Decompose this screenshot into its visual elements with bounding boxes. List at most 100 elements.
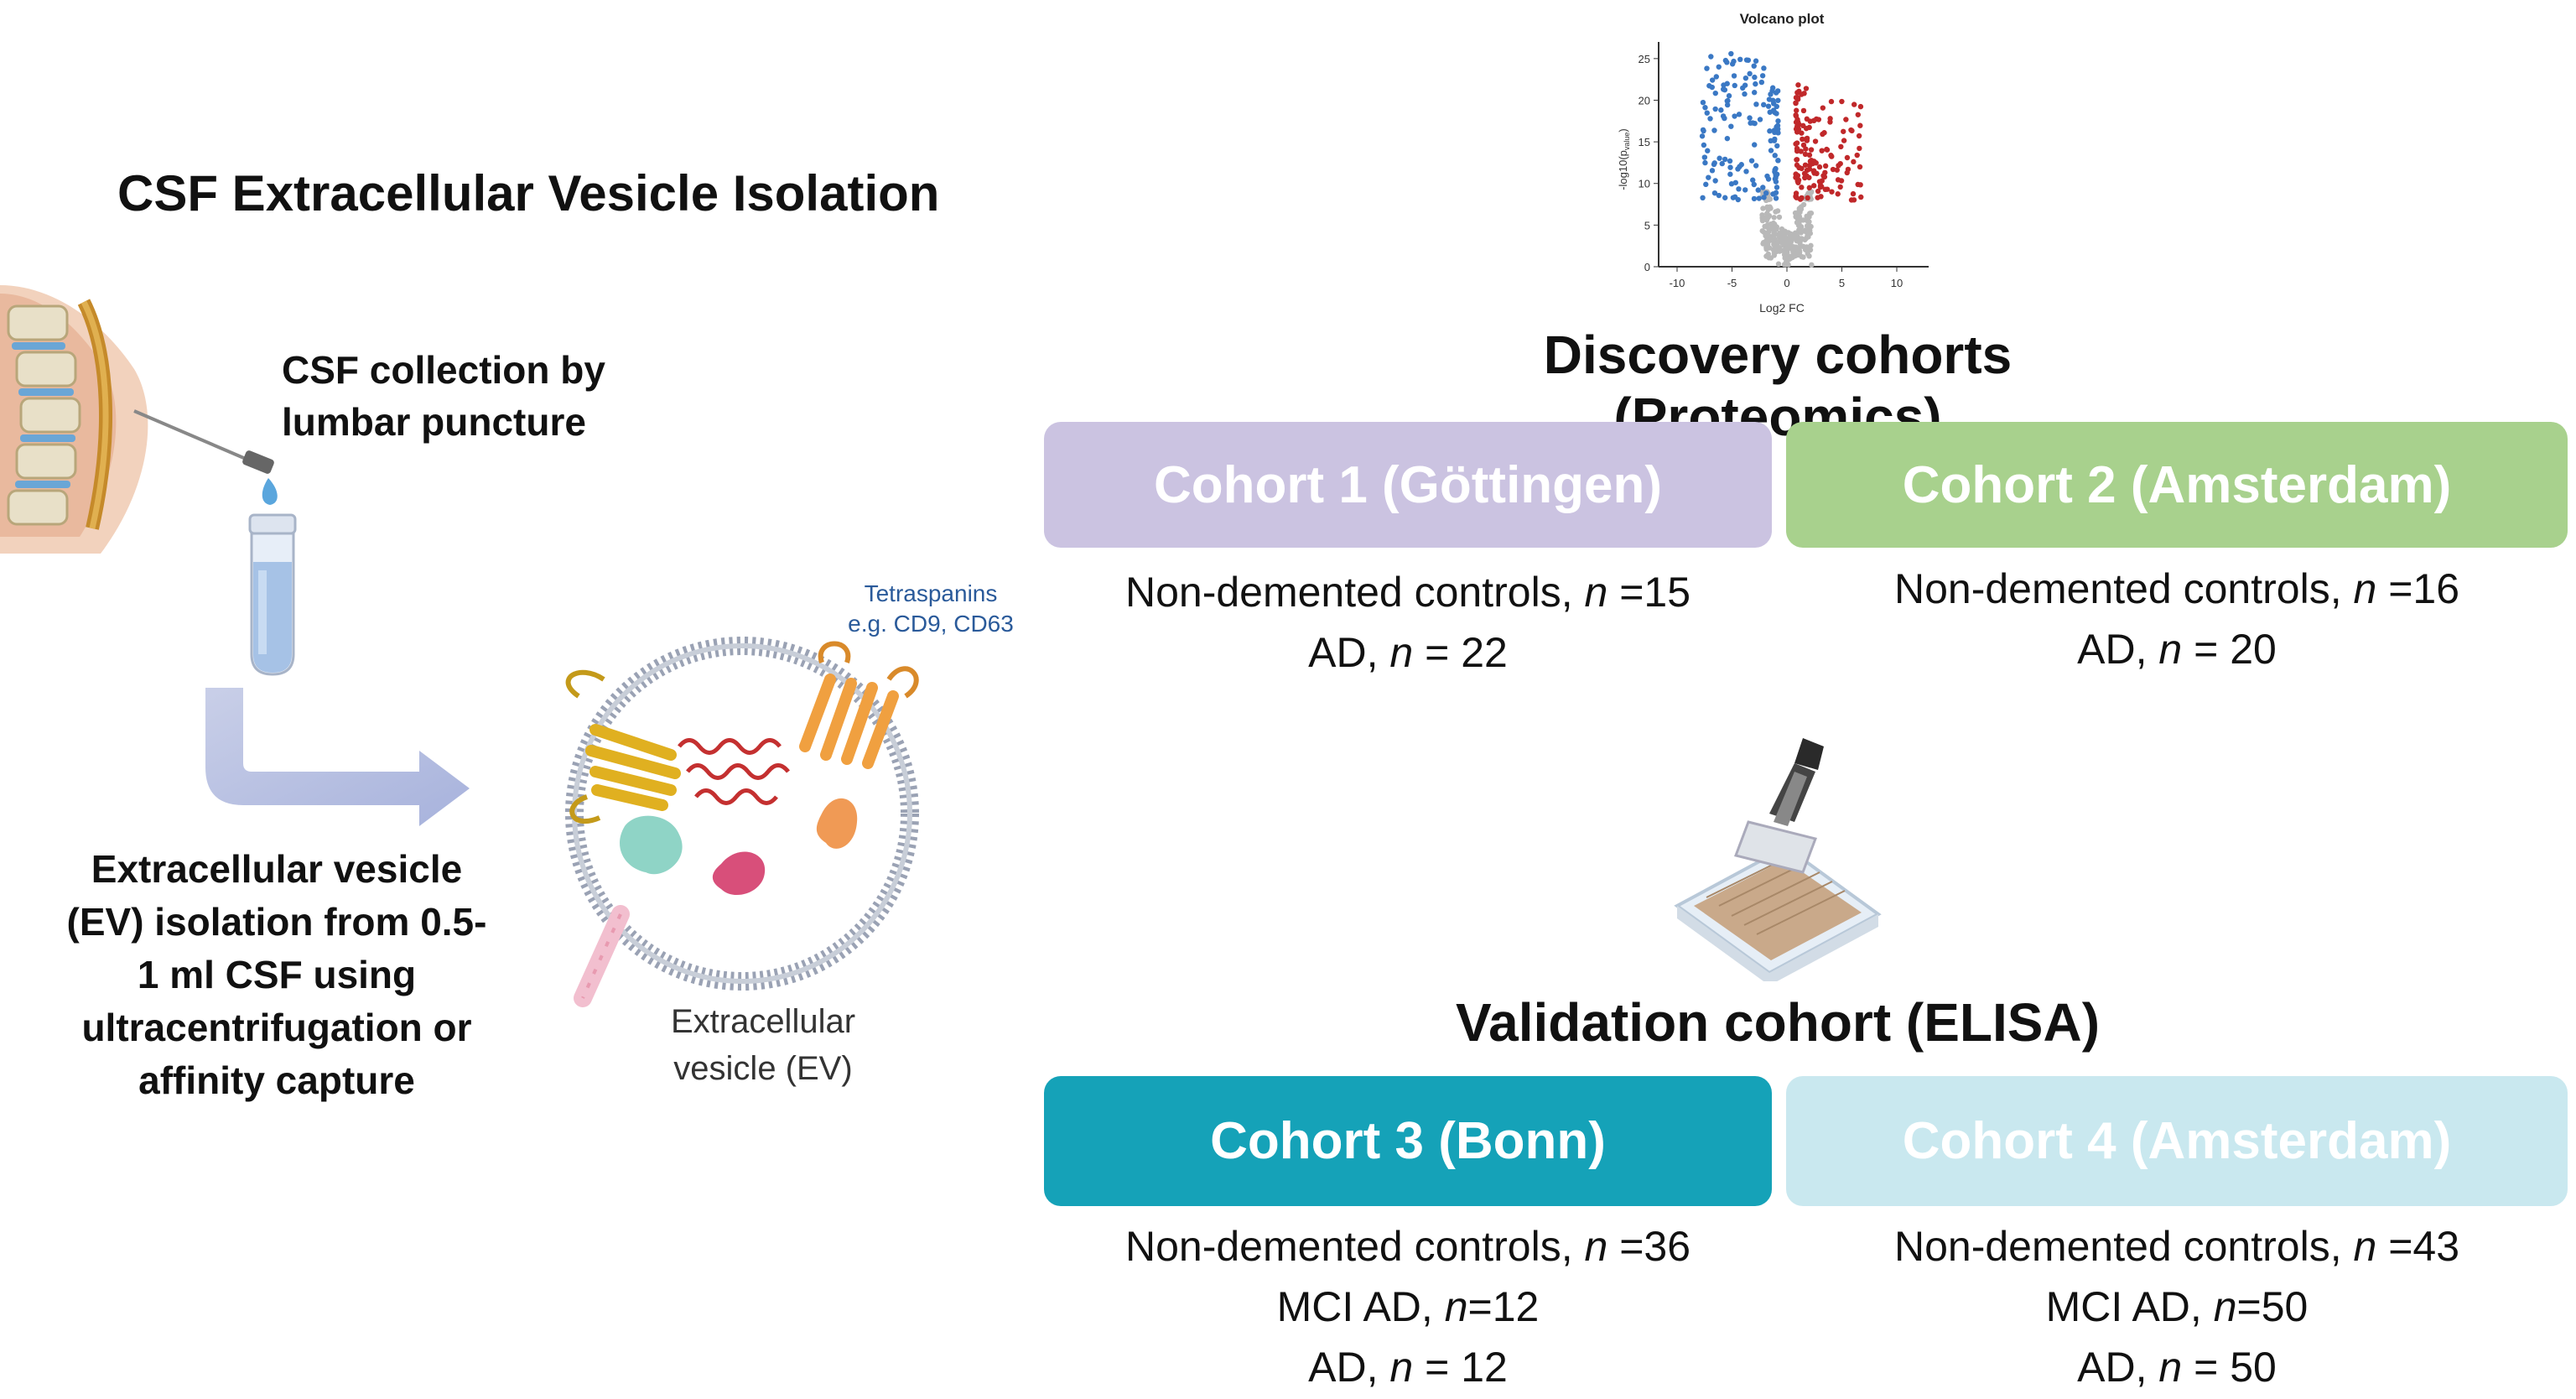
volcano-point bbox=[1836, 163, 1841, 169]
volcano-point bbox=[1764, 204, 1770, 211]
volcano-point bbox=[1817, 184, 1824, 190]
process-arrow bbox=[205, 688, 470, 826]
volcano-point bbox=[1794, 157, 1800, 163]
volcano-point bbox=[1745, 57, 1752, 63]
volcano-point bbox=[1761, 195, 1767, 200]
volcano-point bbox=[1752, 74, 1758, 81]
volcano-point bbox=[1794, 90, 1800, 96]
volcano-point bbox=[1765, 103, 1772, 109]
spine-illustration bbox=[0, 285, 148, 554]
volcano-point bbox=[1802, 151, 1809, 158]
volcano-point bbox=[1839, 98, 1845, 105]
volcano-point bbox=[1812, 138, 1819, 144]
volcano-point bbox=[1772, 231, 1778, 238]
volcano-point bbox=[1728, 180, 1735, 187]
volcano-point bbox=[1857, 103, 1864, 110]
volcano-point bbox=[1772, 176, 1779, 182]
volcano-point bbox=[1712, 106, 1718, 112]
cohort3-box: Cohort 3 (Bonn) bbox=[1044, 1076, 1772, 1206]
cohort2-name: Cohort 2 (Amsterdam) bbox=[1902, 455, 2452, 514]
volcano-point bbox=[1700, 127, 1706, 133]
validation-heading: Validation cohort (ELISA) bbox=[1455, 992, 2101, 1053]
volcano-point bbox=[1822, 163, 1829, 169]
volcano-point bbox=[1800, 142, 1807, 148]
volcano-point bbox=[1827, 119, 1833, 125]
volcano-point bbox=[1793, 232, 1799, 239]
volcano-x-tick-label: 0 bbox=[1784, 277, 1789, 289]
test-tube-icon bbox=[248, 513, 297, 676]
volcano-point bbox=[1794, 173, 1801, 179]
volcano-point bbox=[1794, 146, 1800, 152]
volcano-point bbox=[1722, 156, 1728, 163]
volcano-point bbox=[1797, 196, 1804, 202]
volcano-point bbox=[1806, 185, 1812, 191]
volcano-point bbox=[1776, 248, 1783, 254]
volcano-point bbox=[1731, 58, 1737, 65]
volcano-point bbox=[1774, 111, 1779, 117]
volcano-point bbox=[1801, 170, 1808, 177]
volcano-point bbox=[1803, 125, 1810, 132]
volcano-point bbox=[1699, 133, 1706, 139]
volcano-point bbox=[1824, 147, 1831, 153]
volcano-point bbox=[1764, 211, 1770, 216]
volcano-point bbox=[1702, 105, 1708, 111]
volcano-x-tick-label: -10 bbox=[1670, 277, 1685, 289]
volcano-point bbox=[1753, 81, 1758, 87]
volcano-point bbox=[1704, 65, 1710, 71]
volcano-point bbox=[1761, 65, 1767, 71]
volcano-point bbox=[1750, 120, 1756, 126]
volcano-point bbox=[1713, 74, 1720, 80]
volcano-point bbox=[1858, 194, 1864, 200]
volcano-point bbox=[1731, 73, 1737, 79]
volcano-point bbox=[1706, 174, 1711, 180]
volcano-point bbox=[1857, 182, 1863, 188]
volcano-point bbox=[1797, 240, 1803, 247]
volcano-point bbox=[1704, 110, 1710, 116]
cohort4-ad: AD, n = 50 bbox=[2077, 1344, 2277, 1391]
volcano-point bbox=[1821, 174, 1828, 180]
volcano-point bbox=[1760, 185, 1766, 190]
volcano-point bbox=[1724, 135, 1731, 142]
volcano-x-tick-label: 10 bbox=[1891, 277, 1903, 289]
volcano-point bbox=[1774, 208, 1781, 214]
cohort3-name: Cohort 3 (Bonn) bbox=[1210, 1112, 1606, 1170]
volcano-point bbox=[1773, 165, 1779, 172]
volcano-point bbox=[1834, 167, 1840, 173]
volcano-point bbox=[1768, 148, 1774, 153]
volcano-y-tick-label: 10 bbox=[1639, 178, 1650, 190]
ev-label: Extracellular vesicle (EV) bbox=[670, 1003, 856, 1087]
volcano-point bbox=[1737, 56, 1743, 63]
volcano-point bbox=[1795, 179, 1801, 185]
cohort4-name: Cohort 4 (Amsterdam) bbox=[1902, 1112, 2452, 1170]
volcano-point bbox=[1760, 205, 1766, 211]
volcano-point bbox=[1798, 230, 1805, 236]
volcano-point bbox=[1753, 101, 1759, 107]
volcano-point bbox=[1799, 91, 1805, 97]
volcano-point bbox=[1857, 164, 1863, 170]
teal-protein-icon bbox=[620, 815, 683, 875]
volcano-point bbox=[1740, 85, 1746, 91]
volcano-point bbox=[1770, 191, 1776, 197]
volcano-point bbox=[1797, 236, 1803, 242]
volcano-point bbox=[1828, 98, 1835, 105]
volcano-point bbox=[1743, 169, 1749, 174]
volcano-point bbox=[1724, 101, 1731, 108]
volcano-point bbox=[1772, 242, 1778, 248]
volcano-point bbox=[1742, 91, 1748, 97]
volcano-point bbox=[1807, 247, 1814, 253]
volcano-point bbox=[1751, 195, 1758, 202]
rna-icon bbox=[678, 738, 790, 805]
volcano-point bbox=[1753, 58, 1759, 64]
volcano-point bbox=[1770, 97, 1776, 103]
volcano-point bbox=[1844, 154, 1851, 161]
volcano-point bbox=[1806, 227, 1813, 233]
volcano-point bbox=[1775, 118, 1781, 124]
volcano-point bbox=[1802, 227, 1808, 233]
volcano-point bbox=[1856, 133, 1862, 139]
volcano-point bbox=[1726, 93, 1732, 99]
volcano-point bbox=[1768, 226, 1774, 232]
volcano-point bbox=[1707, 116, 1713, 122]
volcano-point bbox=[1792, 245, 1798, 252]
volcano-point bbox=[1773, 171, 1779, 178]
volcano-point bbox=[1768, 255, 1774, 261]
